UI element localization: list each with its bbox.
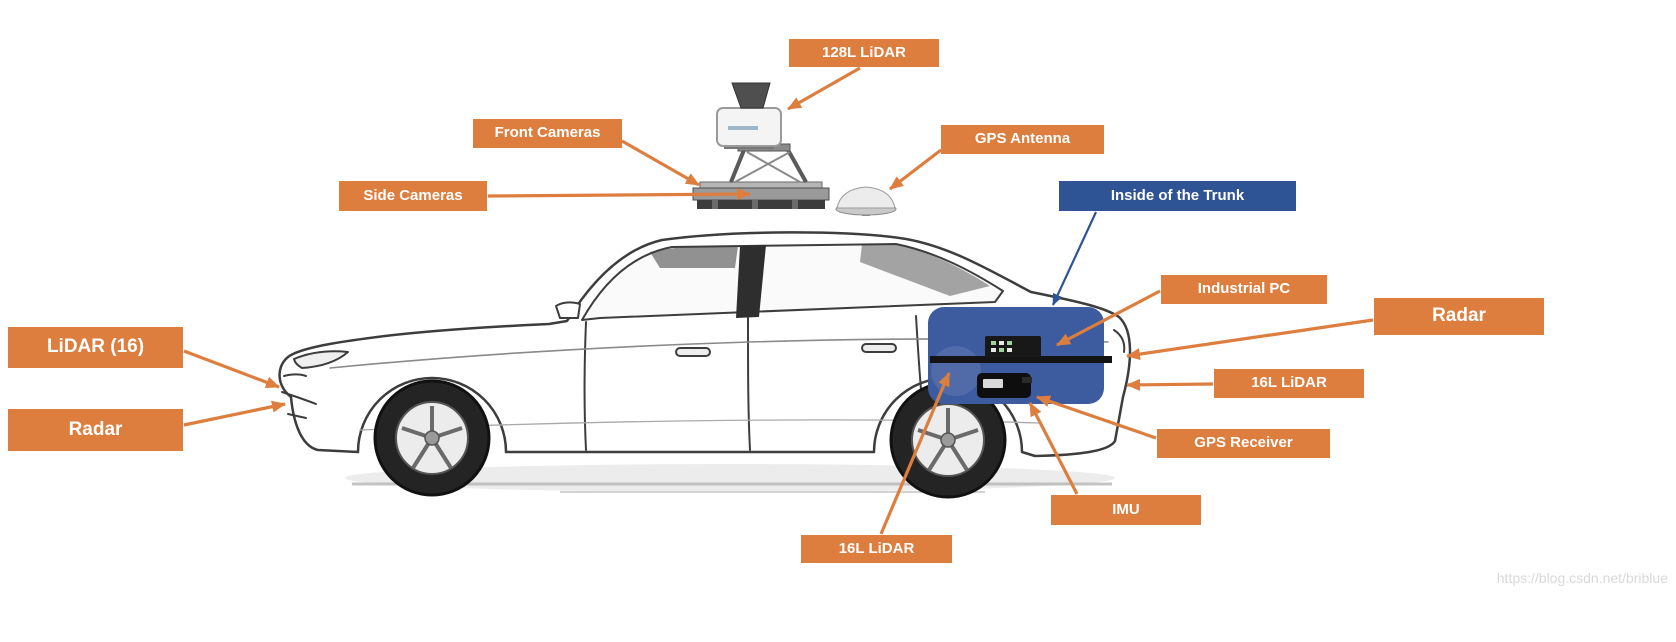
label-128l-lidar: 128L LiDAR <box>789 39 939 67</box>
label-imu: IMU <box>1051 495 1201 525</box>
arrow-side-cameras <box>487 188 751 201</box>
car-mirror <box>555 301 581 319</box>
gps-antenna-dome <box>835 186 897 216</box>
label-radar-left: Radar <box>8 409 183 451</box>
label-16l-lidar-bottom: 16L LiDAR <box>801 535 952 563</box>
arrow-128l-lidar <box>787 66 861 111</box>
car-b-pillar <box>736 245 766 318</box>
label-side-cameras: Side Cameras <box>339 181 487 211</box>
arrow-front-cameras <box>621 139 700 187</box>
car-headlight <box>293 350 349 369</box>
label-industrial-pc: Industrial PC <box>1161 275 1327 304</box>
arrow-16l-lidar-right <box>1126 378 1214 391</box>
arrow-industrial-pc <box>1056 289 1161 347</box>
rear-wheel <box>889 381 1007 499</box>
arrow-imu <box>1028 402 1079 495</box>
label-16l-lidar-right: 16L LiDAR <box>1214 369 1364 398</box>
arrow-radar-left <box>183 400 286 427</box>
side-camera-units <box>697 200 825 209</box>
car-header-shade <box>650 245 738 268</box>
arrow-lidar-16-left <box>183 349 280 389</box>
arrow-radar-right <box>1126 318 1374 361</box>
trunk-overlay <box>928 307 1112 404</box>
label-inside-trunk: Inside of the Trunk <box>1059 181 1296 211</box>
gps-receiver-unit <box>977 373 1032 398</box>
label-front-cameras: Front Cameras <box>473 119 622 148</box>
label-gps-receiver: GPS Receiver <box>1157 429 1330 458</box>
connector-inside-trunk <box>1052 211 1097 306</box>
callout-arrows <box>183 66 1374 535</box>
arrow-gps-antenna <box>889 148 942 191</box>
car-rear-shade <box>860 244 990 296</box>
roof-lidar-funnel <box>731 82 771 109</box>
industrial-pc-unit <box>985 336 1041 357</box>
roof-sensor-rack <box>692 82 830 209</box>
front-wheel <box>373 379 491 497</box>
label-gps-antenna: GPS Antenna <box>941 125 1104 154</box>
label-radar-right: Radar <box>1374 298 1544 335</box>
label-lidar-16-left: LiDAR (16) <box>8 327 183 368</box>
arrow-16l-lidar-bottom <box>879 372 951 535</box>
arrow-gps-receiver <box>1036 395 1157 440</box>
lidar-brand-stripe <box>728 126 758 130</box>
watermark-text: https://blog.csdn.net/briblue <box>1496 570 1668 586</box>
